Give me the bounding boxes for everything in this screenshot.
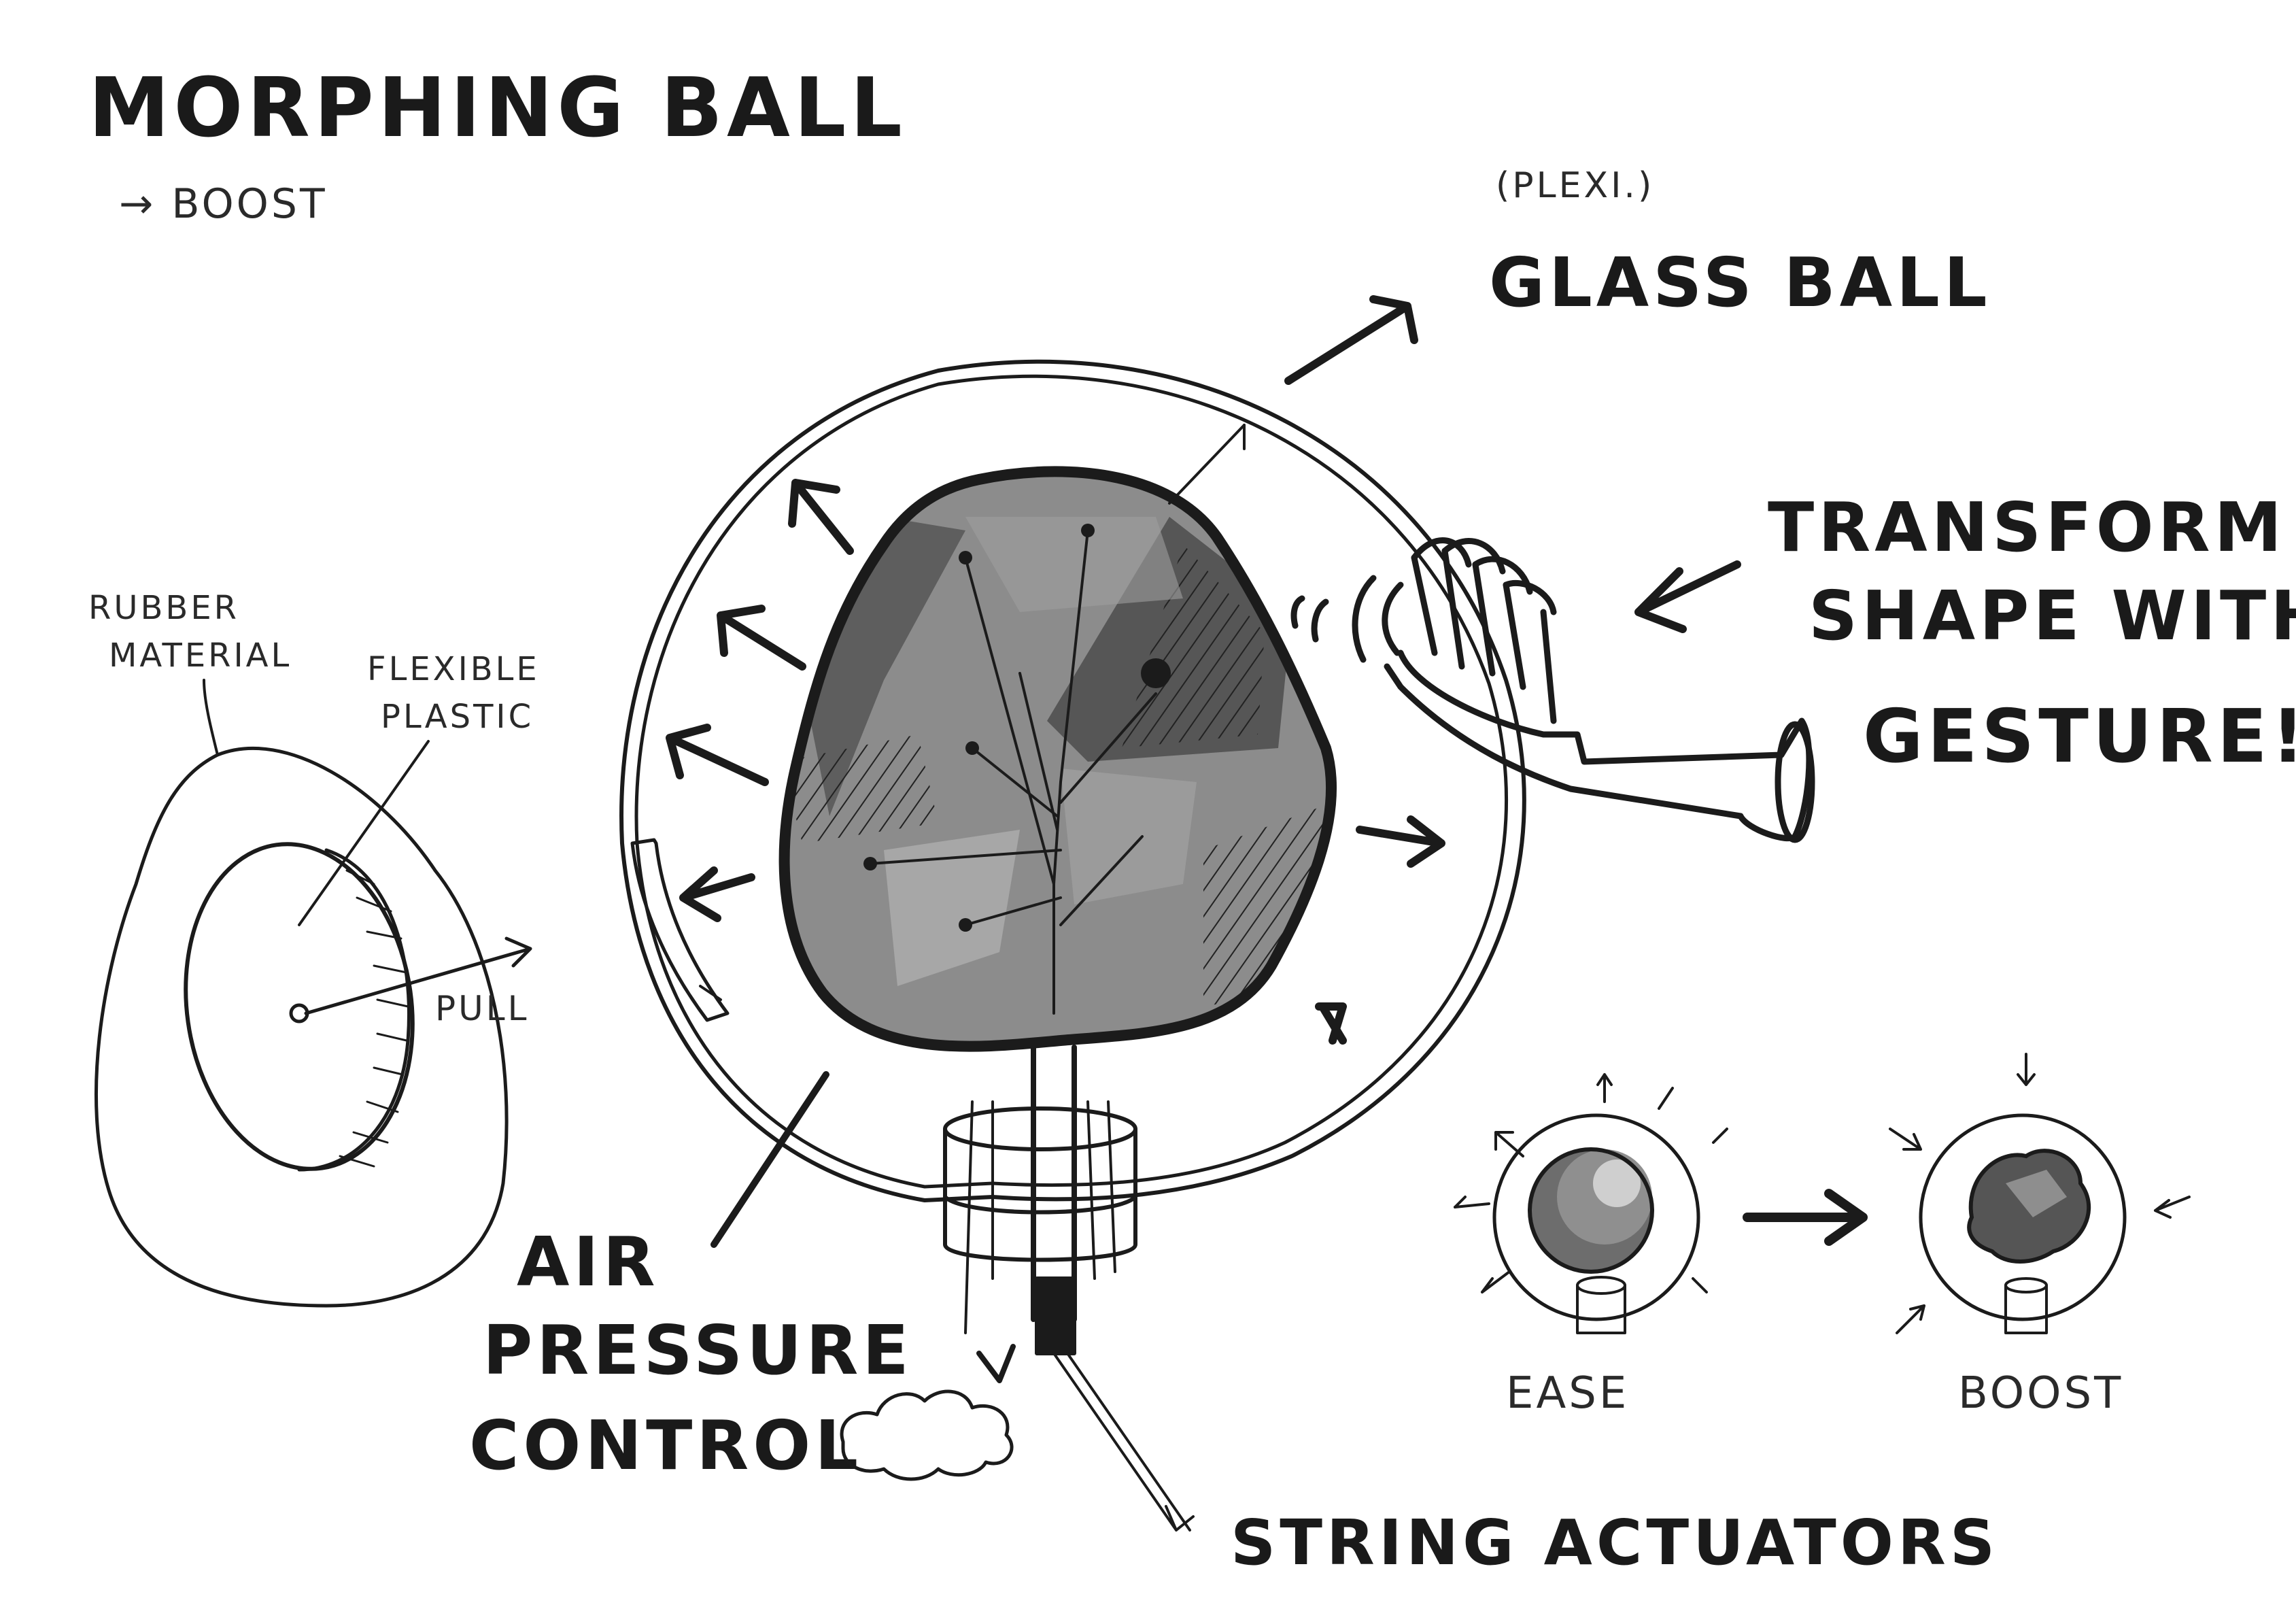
stand <box>943 1045 1137 1355</box>
ease-label: EASE <box>1506 1368 1629 1419</box>
leader-lines <box>699 424 1246 1001</box>
morphing-blob <box>778 466 1337 1052</box>
air-pressure-leader <box>710 1071 829 1248</box>
membrane-detail <box>94 679 532 1308</box>
transform-label-line1: TRANSFORM <box>1768 488 2286 567</box>
rubber-label-line1: RUBBER <box>88 589 239 627</box>
glass-ball-label: GLASS BALL <box>1489 243 1991 322</box>
subtitle: → BOOST <box>119 180 328 228</box>
transform-label-line2: SHAPE WITH <box>1809 576 2296 656</box>
air-label-line1: AIR <box>517 1222 659 1302</box>
inner-panel <box>630 838 730 1022</box>
hand-gesture <box>1290 537 1815 843</box>
expansion-arrows <box>666 295 1445 1045</box>
ease-to-boost-arrow <box>1743 1189 1868 1246</box>
string-actuator-lines <box>1052 1352 1195 1532</box>
title: MORPHING BALL <box>88 61 906 156</box>
air-label-line3: CONTROL <box>469 1406 862 1485</box>
flexible-label-line2: PLASTIC <box>381 698 534 736</box>
plexi-label: (PLEXI.) <box>1496 165 1654 206</box>
ease-diagram <box>1454 1073 1728 1334</box>
string-actuators-label: STRING ACTUATORS <box>1231 1506 1999 1579</box>
air-down-arrow <box>976 1344 1016 1383</box>
glass-ball <box>619 359 1526 1202</box>
boost-label: BOOST <box>1958 1368 2123 1419</box>
flexible-label-line1: FLEXIBLE <box>367 650 540 688</box>
boost-diagram <box>1889 1053 2191 1334</box>
transform-arrow <box>1634 560 1741 633</box>
air-label-line2: PRESSURE <box>483 1310 913 1390</box>
pull-label: PULL <box>435 989 529 1028</box>
transform-label-line3: GESTURE! <box>1863 694 2296 779</box>
rubber-label-line2: MATERIAL <box>109 637 292 675</box>
air-cloud-icon <box>840 1389 1014 1481</box>
